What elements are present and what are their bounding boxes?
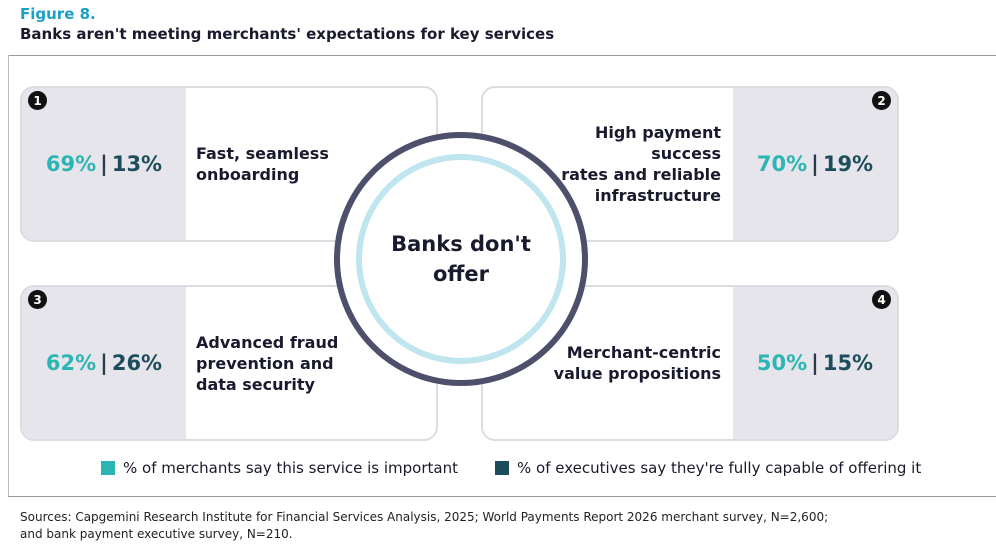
bottom-divider [8, 496, 996, 497]
executives-swatch [495, 461, 509, 475]
rings-graphic [334, 132, 588, 386]
legend-merchants-label: % of merchants say this service is impor… [123, 459, 458, 477]
stat-separator: | [811, 152, 819, 176]
left-border [8, 55, 9, 496]
inner-ring [356, 154, 566, 364]
legend-merchants: % of merchants say this service is impor… [101, 459, 458, 477]
center-label-line: offer [432, 262, 490, 286]
service-line: data security [196, 374, 315, 394]
executives-value: 13% [111, 152, 163, 176]
service-label: High payment success rates and reliable … [521, 88, 721, 240]
service-line: onboarding [196, 165, 300, 184]
center-label-line: Banks don't [391, 232, 531, 256]
number-badge-2: 2 [872, 91, 891, 110]
stat-band [733, 287, 897, 439]
stat-band [22, 287, 186, 439]
legend-executives-label: % of executives say they're fully capabl… [517, 459, 922, 477]
figure-title: Banks aren't meeting merchants' expectat… [20, 25, 555, 43]
stat-pair: 70%|19% [733, 88, 897, 240]
stat-separator: | [100, 152, 108, 176]
center-label: Banks don't offer [331, 229, 591, 289]
service-line: prevention and [196, 353, 334, 373]
service-line: Advanced fraud [196, 332, 339, 352]
legend-executives: % of executives say they're fully capabl… [495, 459, 921, 477]
service-label: Merchant-centric value propositions [521, 287, 721, 439]
service-line: rates and reliable [561, 165, 721, 184]
ring-background [335, 133, 587, 385]
stat-separator: | [100, 351, 108, 375]
merchants-value: 50% [756, 351, 808, 375]
merchants-value: 69% [45, 152, 97, 176]
merchants-value: 70% [756, 152, 808, 176]
top-divider [8, 55, 996, 56]
executives-value: 26% [111, 351, 163, 375]
service-line: High payment success [594, 123, 721, 163]
sources-note: Sources: Capgemini Research Institute fo… [20, 509, 920, 543]
executives-value: 19% [822, 152, 874, 176]
executives-value: 15% [822, 351, 874, 375]
service-line: Merchant-centric [566, 343, 721, 362]
stat-pair: 69%|13% [22, 88, 186, 240]
service-line: value propositions [553, 364, 721, 383]
number-badge-3: 3 [28, 290, 47, 309]
number-badge-1: 1 [28, 91, 47, 110]
number-badge-4: 4 [872, 290, 891, 309]
stat-pair: 62%|26% [22, 287, 186, 439]
figure-label: Figure 8. [20, 5, 96, 23]
stat-separator: | [811, 351, 819, 375]
sources-line: Sources: Capgemini Research Institute fo… [20, 510, 829, 524]
stat-band [22, 88, 186, 240]
stat-pair: 50%|15% [733, 287, 897, 439]
service-label: Fast, seamless onboarding [196, 88, 346, 240]
service-card-2: 70%|19% High payment success rates and r… [481, 86, 899, 242]
merchants-value: 62% [45, 351, 97, 375]
service-card-1: 69%|13% Fast, seamless onboarding [20, 86, 438, 242]
center-rings [331, 129, 591, 389]
stat-band [733, 88, 897, 240]
merchants-swatch [101, 461, 115, 475]
service-label: Advanced fraud prevention and data secur… [196, 287, 346, 439]
outer-ring [334, 132, 588, 386]
service-line: infrastructure [594, 186, 721, 205]
service-line: Fast, seamless [196, 144, 329, 163]
sources-line: and bank payment executive survey, N=210… [20, 527, 293, 541]
